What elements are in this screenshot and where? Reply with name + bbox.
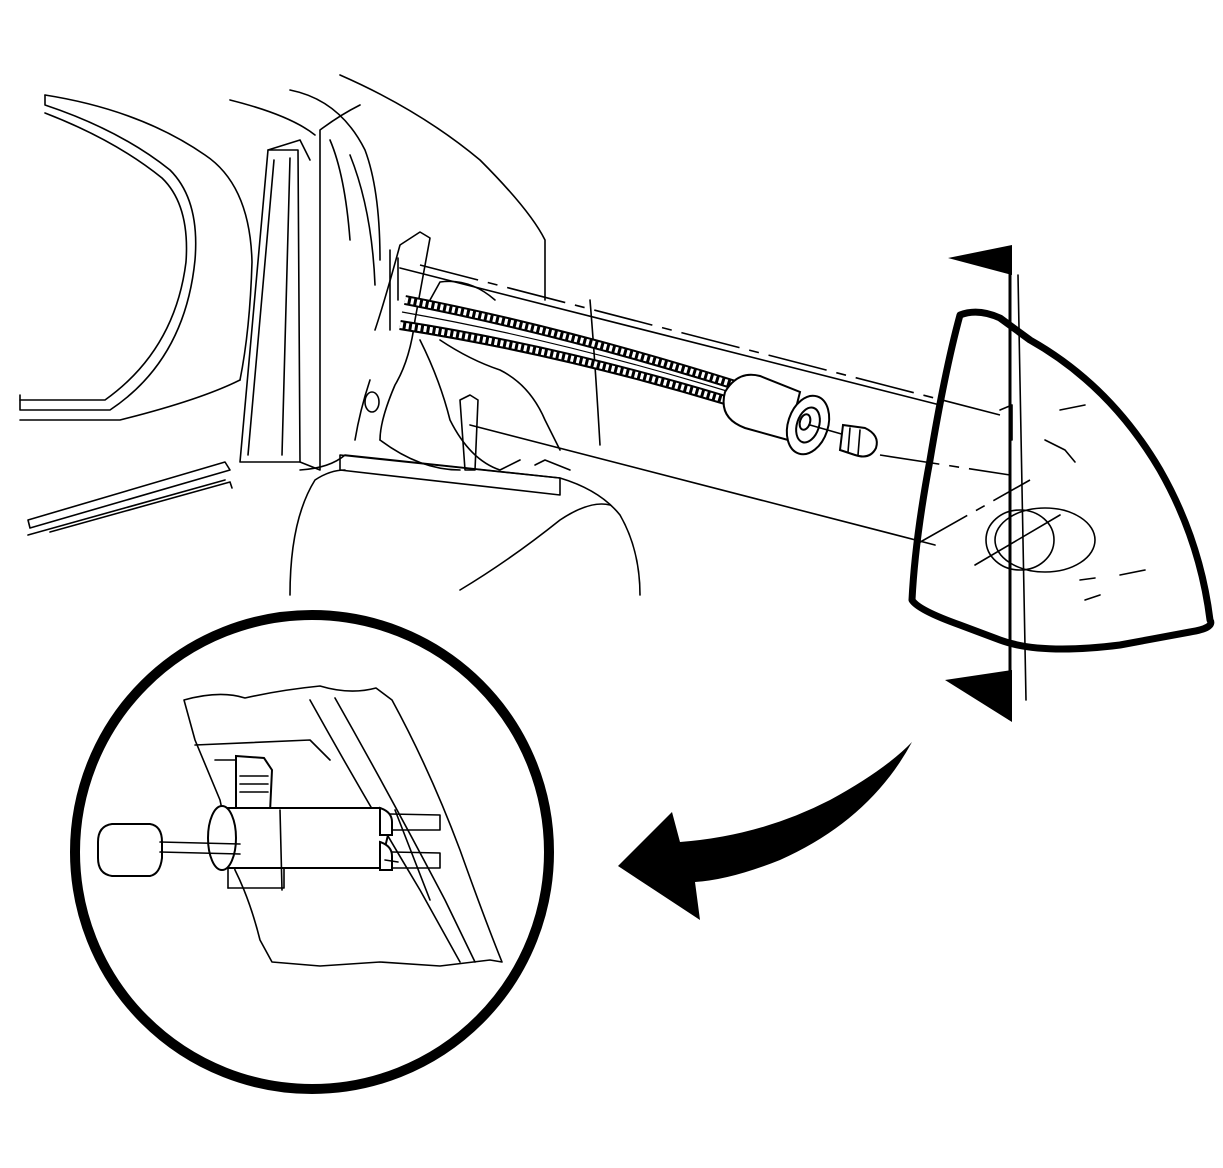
vehicle-body xyxy=(19,74,641,596)
rotate-arrow xyxy=(618,742,912,920)
mirror-cables xyxy=(399,295,737,405)
mirror-glass xyxy=(908,308,1215,653)
mirror-motor xyxy=(722,373,878,458)
detail-view xyxy=(70,610,554,1094)
